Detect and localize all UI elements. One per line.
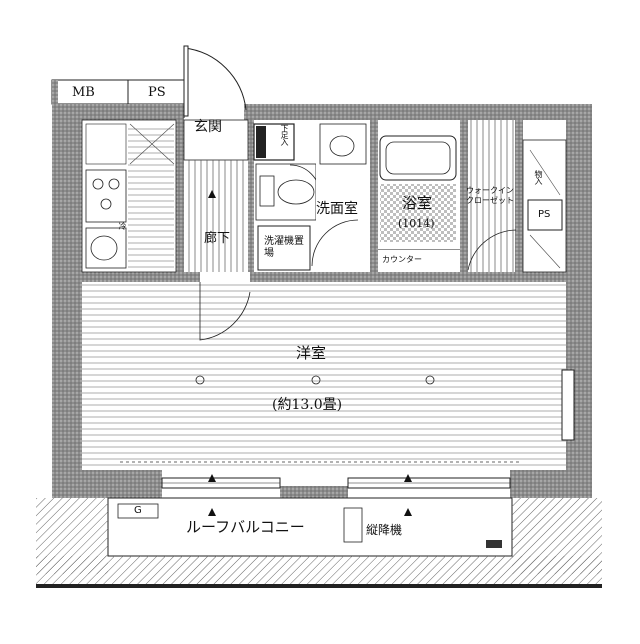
wall-room-divider [82, 272, 566, 282]
balcony-hatch-bottom [36, 556, 602, 586]
label-washing-machine: 洗濯機置場 [264, 236, 304, 259]
label-entrance: 玄関 [194, 119, 222, 135]
wall-bottom-mid [280, 486, 348, 498]
label-refrigerator: 冷 [118, 222, 127, 229]
label-bathroom: 浴室 [402, 194, 433, 212]
kitchen-floor [128, 124, 174, 270]
label-washroom: 洗面室 [316, 201, 358, 217]
sink [85, 227, 127, 269]
wall-left [52, 104, 82, 476]
label-storage: 物入 [534, 170, 543, 184]
stove [85, 169, 127, 223]
ps-right-box [527, 199, 563, 231]
closet-floor [468, 120, 515, 272]
label-evacuation-ladder: 縦降機 [366, 523, 403, 537]
label-counter: カウンター [382, 255, 422, 264]
label-ps-top: PS [148, 85, 166, 100]
bath-floor [380, 184, 456, 242]
evacuation-hatch [343, 507, 363, 543]
wall-top [52, 104, 592, 120]
label-room-size: (約13.0畳) [272, 397, 343, 413]
label-shoe-box: 下足入 [280, 124, 289, 145]
wall-bottom-right [510, 470, 592, 498]
label-western-room: 洋室 [296, 344, 327, 362]
wall-bottom-left [52, 470, 162, 498]
label-gas: G [134, 505, 142, 516]
gas-meter-box [117, 503, 159, 519]
roof-balcony [107, 497, 513, 557]
label-ps-right: PS [538, 209, 551, 220]
label-walk-in-closet: ウォークインクローゼット [466, 186, 514, 205]
bathtub [379, 135, 457, 181]
label-roof-balcony: ルーフバルコニー [186, 518, 305, 536]
toilet [277, 179, 315, 205]
side-window [561, 369, 575, 441]
entrance-door-arc [183, 47, 247, 111]
washing-machine-space [257, 225, 311, 271]
label-bath-size: (1014) [398, 217, 435, 230]
label-hallway: 廊下 [204, 231, 231, 246]
western-room-floor [82, 282, 566, 470]
label-mb: MB [72, 85, 95, 100]
wash-basin [319, 123, 367, 165]
hallway-floor [184, 160, 248, 272]
